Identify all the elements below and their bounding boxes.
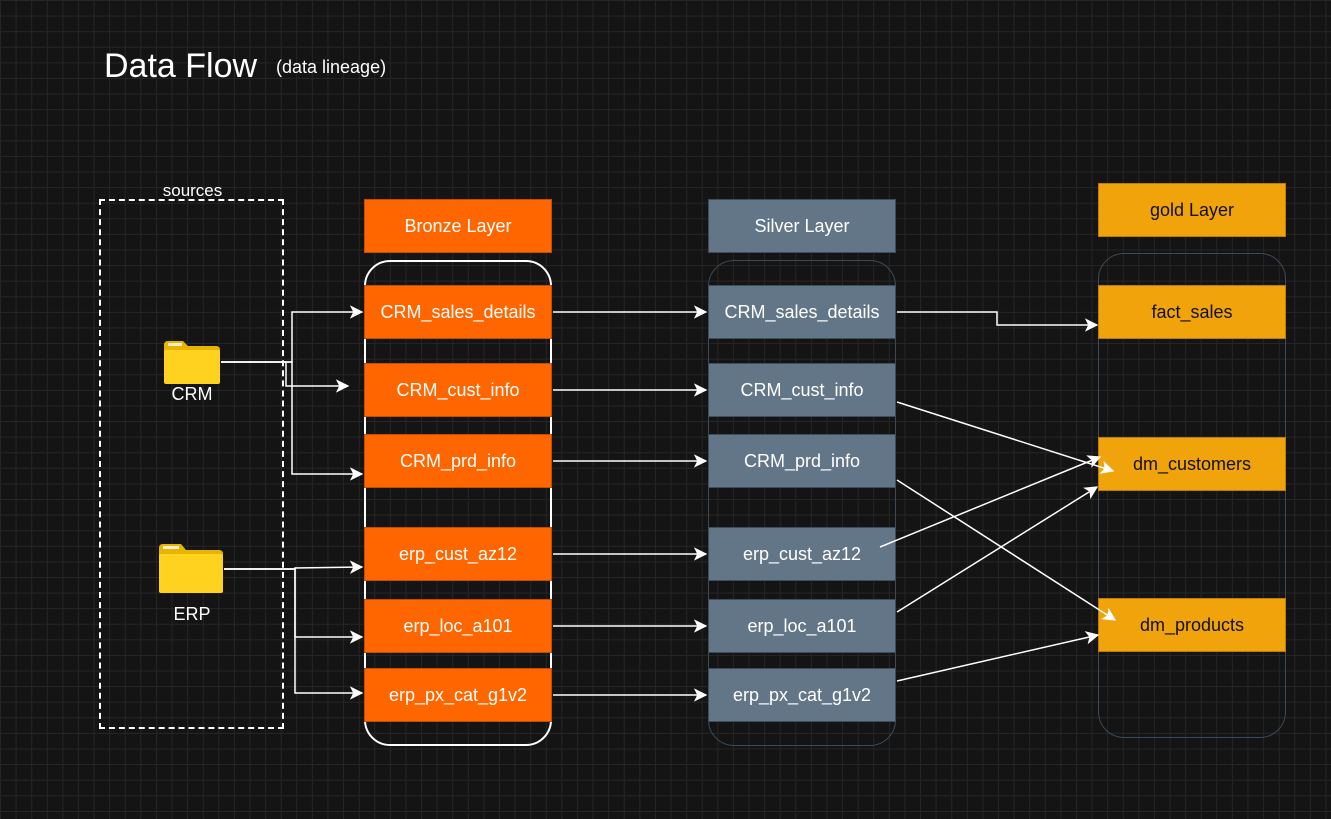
silver-erp-cust-az12[interactable]: erp_cust_az12 (708, 527, 896, 581)
silver-layer-container (708, 260, 896, 746)
silver-crm-sales-details[interactable]: CRM_sales_details (708, 285, 896, 339)
bronze-erp-loc-a101[interactable]: erp_loc_a101 (364, 599, 552, 653)
gold-layer-header: gold Layer (1098, 183, 1286, 237)
gold-dm-customers[interactable]: dm_customers (1098, 437, 1286, 491)
edge-crm-to-crm-sales-details (221, 305, 364, 363)
edge-silver-az12-to-dm-customers (879, 455, 1102, 548)
gold-dm-products[interactable]: dm_products (1098, 598, 1286, 652)
page-subtitle: (data lineage) (276, 57, 387, 77)
silver-crm-prd-info[interactable]: CRM_prd_info (708, 434, 896, 488)
folder-icon[interactable] (163, 339, 221, 385)
silver-crm-cust-info[interactable]: CRM_cust_info (708, 363, 896, 417)
gold-layer-container (1098, 253, 1286, 738)
edge-silver-px-to-dm-products (896, 631, 1100, 682)
edge-silver-a101-to-dm-customers (896, 486, 1099, 613)
edge-silver-sales-to-fact-sales (897, 311, 1099, 332)
edge-erp-to-erp-px-cat-g1v2 (224, 568, 364, 700)
bronze-erp-cust-az12[interactable]: erp_cust_az12 (364, 527, 552, 581)
bronze-erp-px-cat-g1v2[interactable]: erp_px_cat_g1v2 (364, 668, 552, 722)
page-title: Data Flow (104, 47, 258, 85)
bronze-layer-container (364, 260, 552, 746)
bronze-crm-sales-details[interactable]: CRM_sales_details (364, 285, 552, 339)
sources-label: sources (162, 181, 223, 200)
edge-crm-to-crm-cust-info (221, 361, 350, 393)
silver-erp-px-cat-g1v2[interactable]: erp_px_cat_g1v2 (708, 668, 896, 722)
crm-source-label: CRM (171, 384, 213, 404)
edge-silver-cust-to-dm-customers (896, 401, 1115, 474)
silver-erp-loc-a101[interactable]: erp_loc_a101 (708, 599, 896, 653)
folder-icon[interactable] (158, 542, 224, 594)
sources-group (99, 199, 284, 729)
edge-erp-to-erp-loc-a101 (224, 568, 364, 644)
bronze-crm-prd-info[interactable]: CRM_prd_info (364, 434, 552, 488)
bronze-crm-cust-info[interactable]: CRM_cust_info (364, 363, 552, 417)
edge-silver-prd-to-dm-products (896, 479, 1117, 621)
silver-layer-header: Silver Layer (708, 199, 896, 253)
edge-crm-to-crm-prd-info (221, 361, 364, 481)
erp-source-label: ERP (173, 604, 211, 624)
gold-fact-sales[interactable]: fact_sales (1098, 285, 1286, 339)
bronze-layer-header: Bronze Layer (364, 199, 552, 253)
